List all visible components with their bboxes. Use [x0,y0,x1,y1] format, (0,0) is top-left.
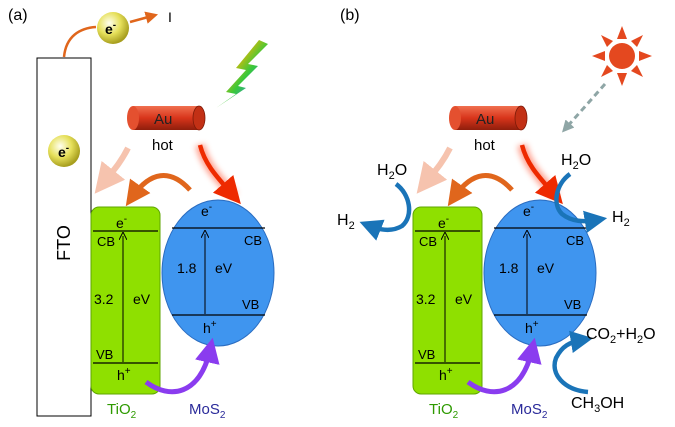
tio2-cb-label: CB [97,234,115,249]
fto-label: FTO [54,225,74,261]
mos2-gap-unit: eV [215,260,233,276]
panel-a: (a) FTO e- e- I Au hot e- [8,7,275,421]
tio2-gap-unit: eV [133,291,151,307]
tio2-cb-electron-b: e- [438,214,449,231]
hot-label: hot [152,137,174,154]
water-reduction-arrow-left [359,182,412,241]
hole-transfer-arrow-b [466,337,542,395]
electron-ball-current-label: e- [105,20,116,37]
sunlight-arrow [562,83,607,133]
pale-transfer-arrow-b [416,146,453,194]
pale-transfer-arrow [94,146,131,194]
tio2-block [90,206,161,395]
mos2-vb-label-b: VB [564,297,581,312]
au-nanorod-b: Au [449,105,528,131]
panel-a-label: (a) [8,7,28,24]
tio2-name-b: TiO2 [429,401,459,421]
mos2-gap-value-b: 1.8 [499,260,519,276]
electron-ball-fto [48,135,80,167]
mos2-cb-electron-b: e- [523,202,534,219]
ch3oh-label: CH3OH [571,395,624,415]
hole-transfer-arrow [144,337,220,395]
au-nanorod: Au [127,105,206,131]
mos2-vb-hole: h+ [203,319,217,336]
tio2-vb-hole-b: h+ [439,366,453,383]
fto-electrode [36,57,92,417]
au-label: Au [154,111,172,128]
mos2-vb-hole-b: h+ [525,319,539,336]
mos2-cb-label-b: CB [566,233,584,248]
mos2-name: MoS2 [189,401,226,421]
tio2-cb-label-b: CB [419,234,437,249]
tio2-cb-electron: e- [116,214,127,231]
panel-b: (b) Au hot e [337,7,656,421]
tio2-gap-unit-b: eV [455,291,473,307]
light-bolt-icon [216,40,268,108]
hot-label-b: hot [474,137,496,154]
mos2-gap-unit-b: eV [537,260,555,276]
tio2-gap-value: 3.2 [94,291,114,307]
tio2-vb-hole: h+ [117,366,131,383]
tio2-gap-value-b: 3.2 [416,291,436,307]
electron-ball-current [97,12,129,44]
tio2-vb-label: VB [96,347,113,362]
water-reduction-arrow-right [554,172,608,233]
tio2-name: TiO2 [107,401,137,421]
tio2-vb-label-b: VB [418,347,435,362]
electron-ball-fto-label: e- [58,143,69,160]
mos2-cb-label: CB [244,233,262,248]
h2-label-left: H2 [337,212,355,232]
mos2-cb-electron: e- [201,202,212,219]
hot-electron-arrow-b [519,144,563,205]
h2-label-right: H2 [612,209,630,229]
hot-electron-arrow [197,144,241,205]
tio2-block-b [412,206,483,395]
mos2-vb-label: VB [242,297,259,312]
mos2-name-b: MoS2 [511,401,548,421]
mos2-to-tio2-arrow-b [447,173,514,207]
au-label-b: Au [476,111,494,128]
current-arrow [62,25,97,58]
current-arrow-out [129,11,159,24]
mos2-gap-value: 1.8 [177,260,197,276]
co2-h2o-label: CO2+H2O [586,326,656,346]
h2o-label-left: H2O [377,162,407,182]
current-label: I [168,9,172,25]
h2o-label-right: H2O [561,152,591,172]
methanol-oxidation-arrow [552,330,594,395]
sun-icon [592,26,652,86]
panel-b-label: (b) [340,7,360,24]
mos2-to-tio2-arrow [125,173,192,207]
